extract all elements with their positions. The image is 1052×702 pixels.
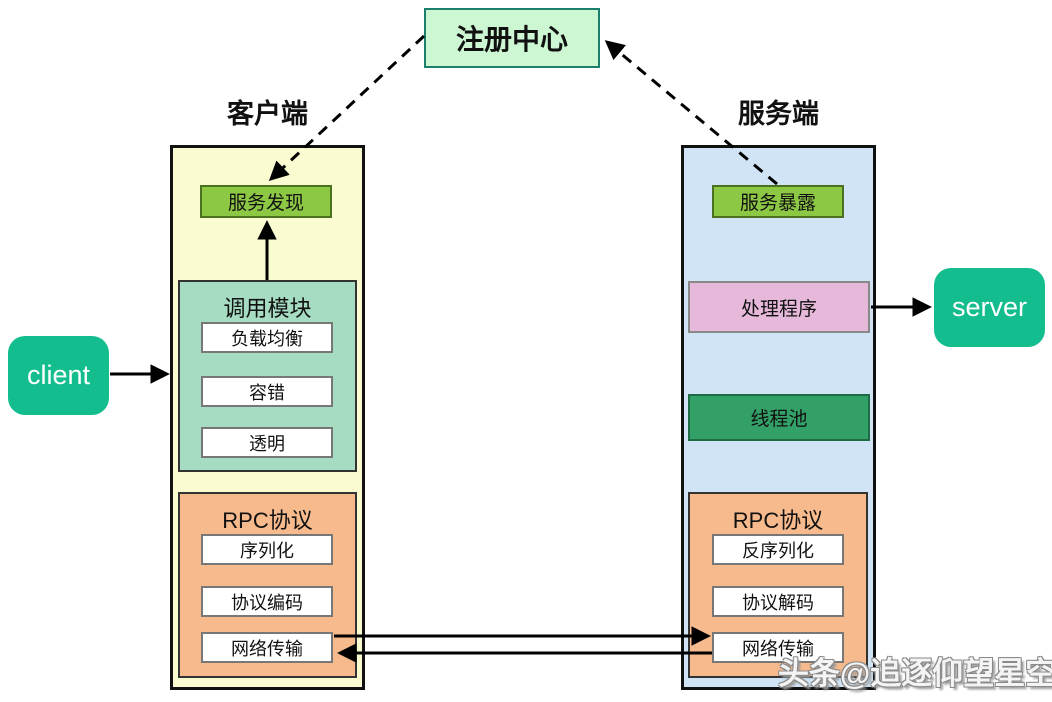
network-transport-client-box: 网络传输	[201, 632, 333, 663]
client-node: client	[8, 336, 109, 415]
deserialization-box: 反序列化	[712, 534, 844, 565]
call-module-title: 调用模块	[223, 296, 312, 321]
client-rpc-protocol-title: RPC协议	[222, 508, 313, 533]
server-rpc-protocol-title: RPC协议	[732, 508, 824, 533]
service-discovery-box: 服务发现	[200, 185, 332, 218]
server-side-title: 服务端	[738, 99, 819, 129]
thread-pool-box: 线程池	[688, 394, 870, 441]
handler-box: 处理程序	[688, 281, 870, 333]
registry-label: 注册中心	[455, 24, 568, 55]
registry-box: 注册中心	[424, 8, 600, 68]
protocol-encode-box: 协议编码	[201, 586, 333, 617]
protocol-decode-box: 协议解码	[712, 586, 844, 617]
load-balancing-box: 负载均衡	[201, 322, 333, 353]
client-side-title: 客户端	[227, 99, 308, 129]
network-transport-server-box: 网络传输	[712, 632, 844, 663]
service-expose-box: 服务暴露	[712, 185, 844, 218]
serialization-box: 序列化	[201, 534, 333, 565]
fault-tolerance-box: 容错	[201, 376, 333, 407]
server-node: server	[934, 268, 1045, 347]
transparency-box: 透明	[201, 427, 333, 458]
watermark: 头条@追逐仰望星空	[778, 656, 1052, 691]
